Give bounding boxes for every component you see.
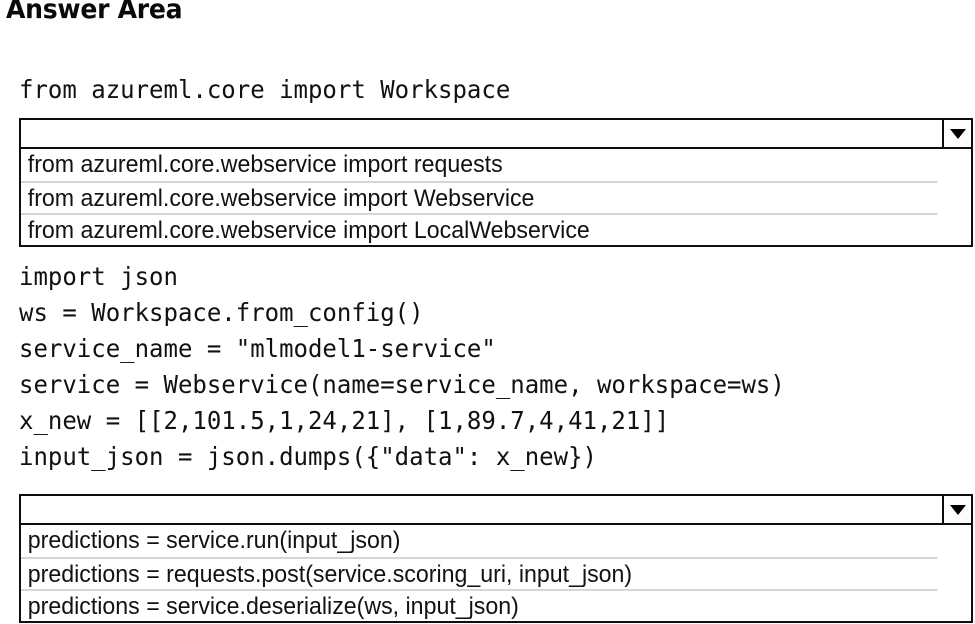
predictions-statement-dropdown-list: predictions = service.run(input_json) pr…: [19, 525, 973, 623]
predictions-statement-dropdown[interactable]: [19, 494, 973, 525]
list-item[interactable]: from azureml.core.webservice import requ…: [21, 149, 938, 181]
code-line-import-workspace: from azureml.core import Workspace: [19, 75, 511, 104]
import-statement-dropdown-value[interactable]: [21, 120, 942, 147]
code-line-workspace-from-config: ws = Workspace.from_config(): [19, 298, 424, 327]
import-statement-dropdown[interactable]: [19, 118, 973, 149]
list-item[interactable]: predictions = service.deserialize(ws, in…: [21, 589, 938, 621]
import-statement-dropdown-toggle[interactable]: [942, 120, 971, 147]
code-line-import-json: import json: [19, 262, 178, 291]
import-statement-dropdown-list: from azureml.core.webservice import requ…: [19, 149, 973, 247]
chevron-down-icon: [949, 128, 966, 139]
chevron-down-icon: [949, 504, 966, 515]
predictions-statement-dropdown-toggle[interactable]: [942, 496, 971, 523]
list-item[interactable]: predictions = service.run(input_json): [21, 525, 938, 557]
code-line-x-new: x_new = [[2,101.5,1,24,21], [1,89.7,4,41…: [19, 406, 670, 435]
predictions-statement-dropdown-value[interactable]: [21, 496, 942, 523]
list-item[interactable]: from azureml.core.webservice import Loca…: [21, 213, 938, 245]
list-item[interactable]: from azureml.core.webservice import Webs…: [21, 181, 938, 213]
page-title: Answer Area: [6, 0, 183, 25]
code-line-service-webservice: service = Webservice(name=service_name, …: [19, 370, 785, 399]
code-line-input-json: input_json = json.dumps({"data": x_new}): [19, 442, 597, 471]
list-item[interactable]: predictions = requests.post(service.scor…: [21, 557, 938, 589]
code-line-service-name: service_name = "mlmodel1-service": [19, 334, 496, 363]
